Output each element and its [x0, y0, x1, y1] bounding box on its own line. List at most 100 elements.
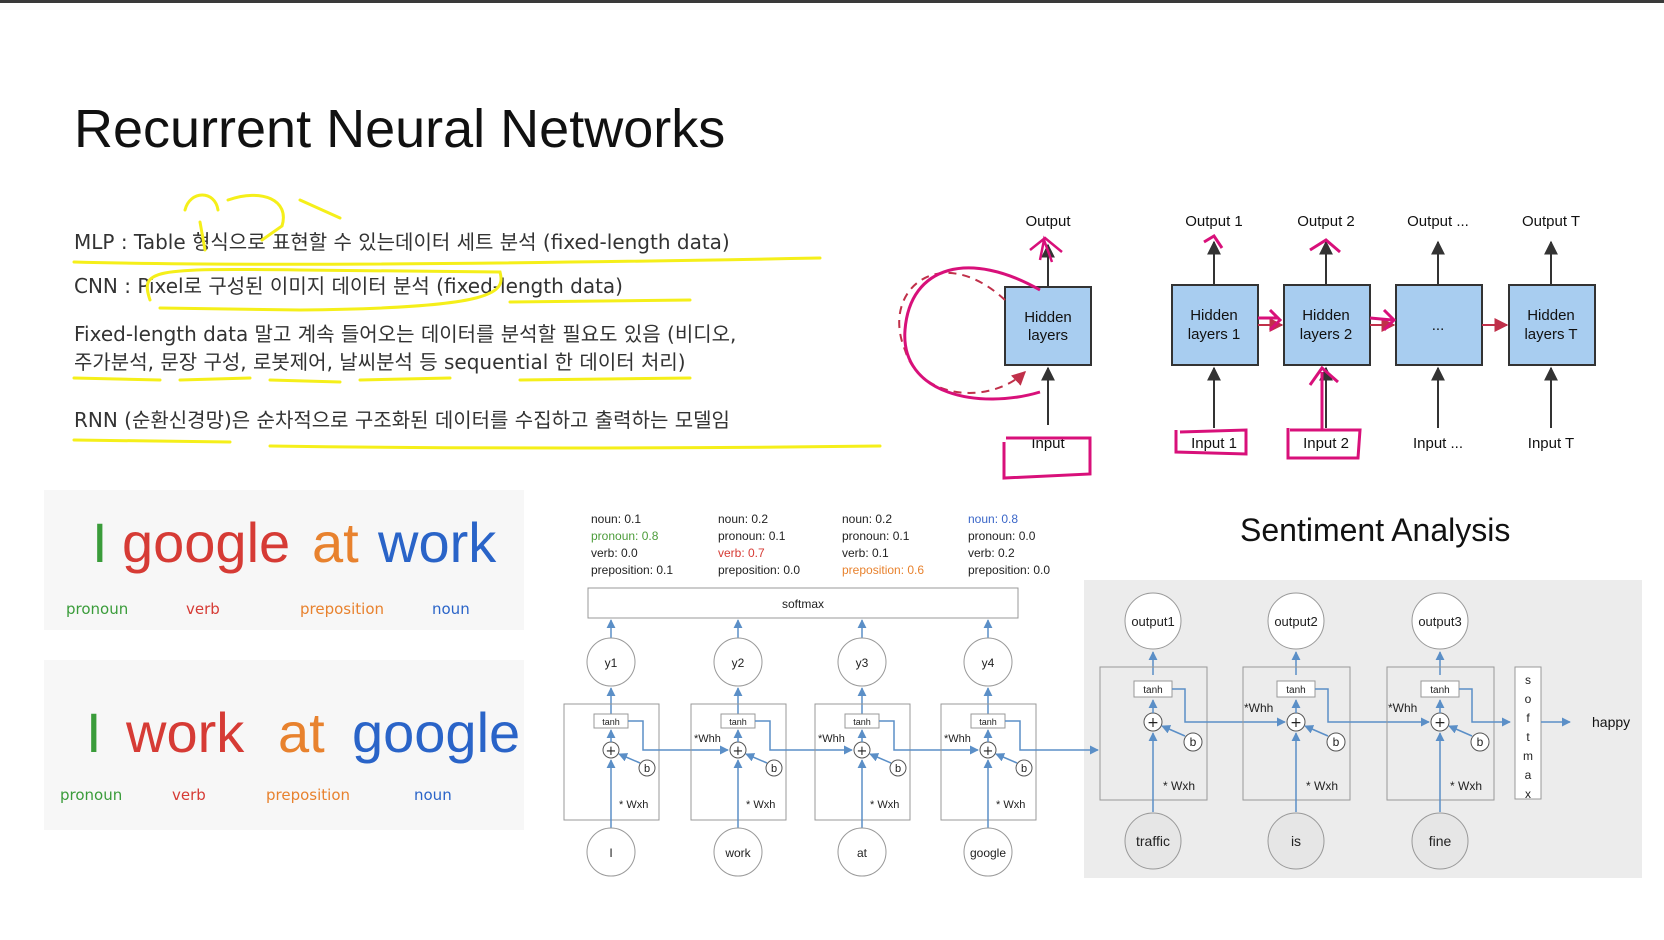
s1-word-3: at: [312, 511, 359, 574]
sent-softmax-letter: f: [1526, 711, 1530, 725]
sent-sum-label: +: [1434, 715, 1446, 731]
pos-x-node: [837, 827, 887, 877]
pen-mark: [1308, 365, 1339, 430]
bullet-rnn: RNN (순환신경망)은 순차적으로 구조화된 데이터를 수집하고 출력하는 모…: [74, 408, 730, 432]
sent-softmax-box: [1514, 666, 1542, 800]
pos-tanh-label: tanh: [729, 717, 747, 727]
pos-tanh-label: tanh: [853, 717, 871, 727]
sent-softmax-letter: m: [1523, 749, 1533, 763]
bullet-fixed-length-1: Fixed-length data 말고 계속 들어오는 데이터를 분석할 필요…: [74, 322, 737, 346]
pos-wxh-label: * Wxh: [996, 799, 1025, 811]
pos-wxh-label: * Wxh: [619, 799, 648, 811]
pos-whh-label: *Whh: [818, 733, 845, 745]
pos-bias-node: [638, 759, 656, 777]
unfolded-output-label: Output 1: [1185, 213, 1243, 230]
sent-softmax-letter: x: [1525, 787, 1531, 801]
folded-hidden-box: [1004, 286, 1092, 366]
unfolded-output-label: Output 2: [1297, 213, 1355, 230]
s1-word-4: work: [378, 511, 497, 574]
pos-prob-label: noun: 0.2: [718, 512, 768, 526]
slide-title: Recurrent Neural Networks: [74, 99, 726, 159]
pos-prob-label: pronoun: 0.8: [591, 529, 659, 543]
pos-whh-label: *Whh: [694, 733, 721, 745]
highlight-strokes: [72, 193, 882, 450]
pos-x-node: [713, 827, 763, 877]
sentence2-panel: [44, 660, 524, 830]
pos-prob-label: pronoun: 0.0: [968, 529, 1036, 543]
sent-result-label: happy: [1592, 714, 1630, 730]
unfolded-hidden-label: Hidden: [1190, 307, 1238, 324]
pos-y-node: [713, 637, 763, 687]
pos-softmax-label: softmax: [782, 597, 824, 611]
pos-tanh-label: tanh: [602, 717, 620, 727]
pos-y-label: y4: [982, 656, 995, 670]
unfolded-input-label: Input 1: [1191, 435, 1237, 452]
sent-bias-node: [1183, 732, 1203, 752]
sent-bias-label: b: [1190, 735, 1197, 749]
sent-output-node: [1411, 592, 1469, 650]
sent-recurrent-arrow: [1459, 688, 1511, 727]
sent-bias-label: b: [1333, 735, 1340, 749]
unfolded-hidden-box: [1395, 284, 1483, 366]
unfolded-input-label: Input T: [1528, 435, 1574, 452]
pen-mark: [1286, 428, 1362, 460]
sent-wxh-label: * Wxh: [1163, 779, 1195, 793]
top-border: [0, 0, 1664, 3]
unfolded-hidden-label: Hidden: [1527, 307, 1575, 324]
pos-prob-label: preposition: 0.1: [591, 563, 673, 577]
pos-x-label: google: [970, 846, 1006, 860]
pos-bias-arrow: [869, 753, 892, 764]
sent-bias-label: b: [1477, 735, 1484, 749]
pos-bias-node: [765, 759, 783, 777]
pos-wxh-label: * Wxh: [746, 799, 775, 811]
pos-y-label: y1: [605, 656, 618, 670]
bullet-fixed-length-2: 주가분석, 문장 구성, 로봇제어, 날씨분석 등 sequential 한 데…: [74, 350, 686, 374]
s2-tag-1: pronoun: [60, 786, 123, 804]
unfolded-hidden-box: [1171, 284, 1259, 366]
pos-sum-label: +: [983, 744, 994, 759]
pos-wxh-label: * Wxh: [870, 799, 899, 811]
pos-sum-label: +: [857, 744, 868, 759]
pos-x-node: [963, 827, 1013, 877]
s2-tag-2: verb: [172, 786, 206, 804]
sent-recurrent-arrow: [1315, 688, 1430, 727]
unfolded-hidden-box: [1508, 284, 1596, 366]
sent-input-label: is: [1291, 833, 1301, 849]
sent-bias-node: [1326, 732, 1346, 752]
pos-prob-label: preposition: 0.0: [968, 563, 1050, 577]
sent-input-node: [1124, 812, 1182, 870]
unfolded-output-label: Output ...: [1407, 213, 1469, 230]
pos-prob-label: verb: 0.2: [968, 546, 1015, 560]
sent-wxh-label: * Wxh: [1450, 779, 1482, 793]
pos-y-node: [963, 637, 1013, 687]
pos-recurrent-arrow: [1005, 720, 1099, 755]
sent-output-label: output2: [1274, 614, 1317, 629]
sent-tanh-label: tanh: [1286, 685, 1305, 696]
pen-mark: [1174, 428, 1248, 456]
pos-prob-label: preposition: 0.0: [718, 563, 800, 577]
pos-recurrent-arrow: [879, 720, 979, 755]
pos-prob-label: noun: 0.8: [968, 512, 1018, 526]
pos-bias-arrow: [995, 753, 1018, 764]
pos-y-node: [586, 637, 636, 687]
pos-prob-label: noun: 0.1: [591, 512, 641, 526]
s2-tag-3: preposition: [266, 786, 351, 804]
sent-input-label: fine: [1429, 833, 1452, 849]
sent-input-node: [1267, 812, 1325, 870]
sent-bias-arrow: [1448, 725, 1473, 737]
sent-whh-label: *Whh: [1388, 701, 1417, 715]
pos-tanh-label: tanh: [979, 717, 997, 727]
pos-whh-label: *Whh: [944, 733, 971, 745]
pos-recurrent-arrow: [628, 720, 729, 755]
pos-x-label: at: [857, 846, 868, 860]
sent-input-node: [1411, 812, 1469, 870]
pos-sum-label: +: [606, 744, 617, 759]
s2-word-3: at: [278, 701, 325, 764]
sent-softmax-letter: t: [1526, 730, 1530, 744]
unfolded-hidden-box: [1283, 284, 1371, 366]
pos-prob-label: pronoun: 0.1: [842, 529, 910, 543]
pos-recurrent-arrow: [755, 720, 853, 755]
